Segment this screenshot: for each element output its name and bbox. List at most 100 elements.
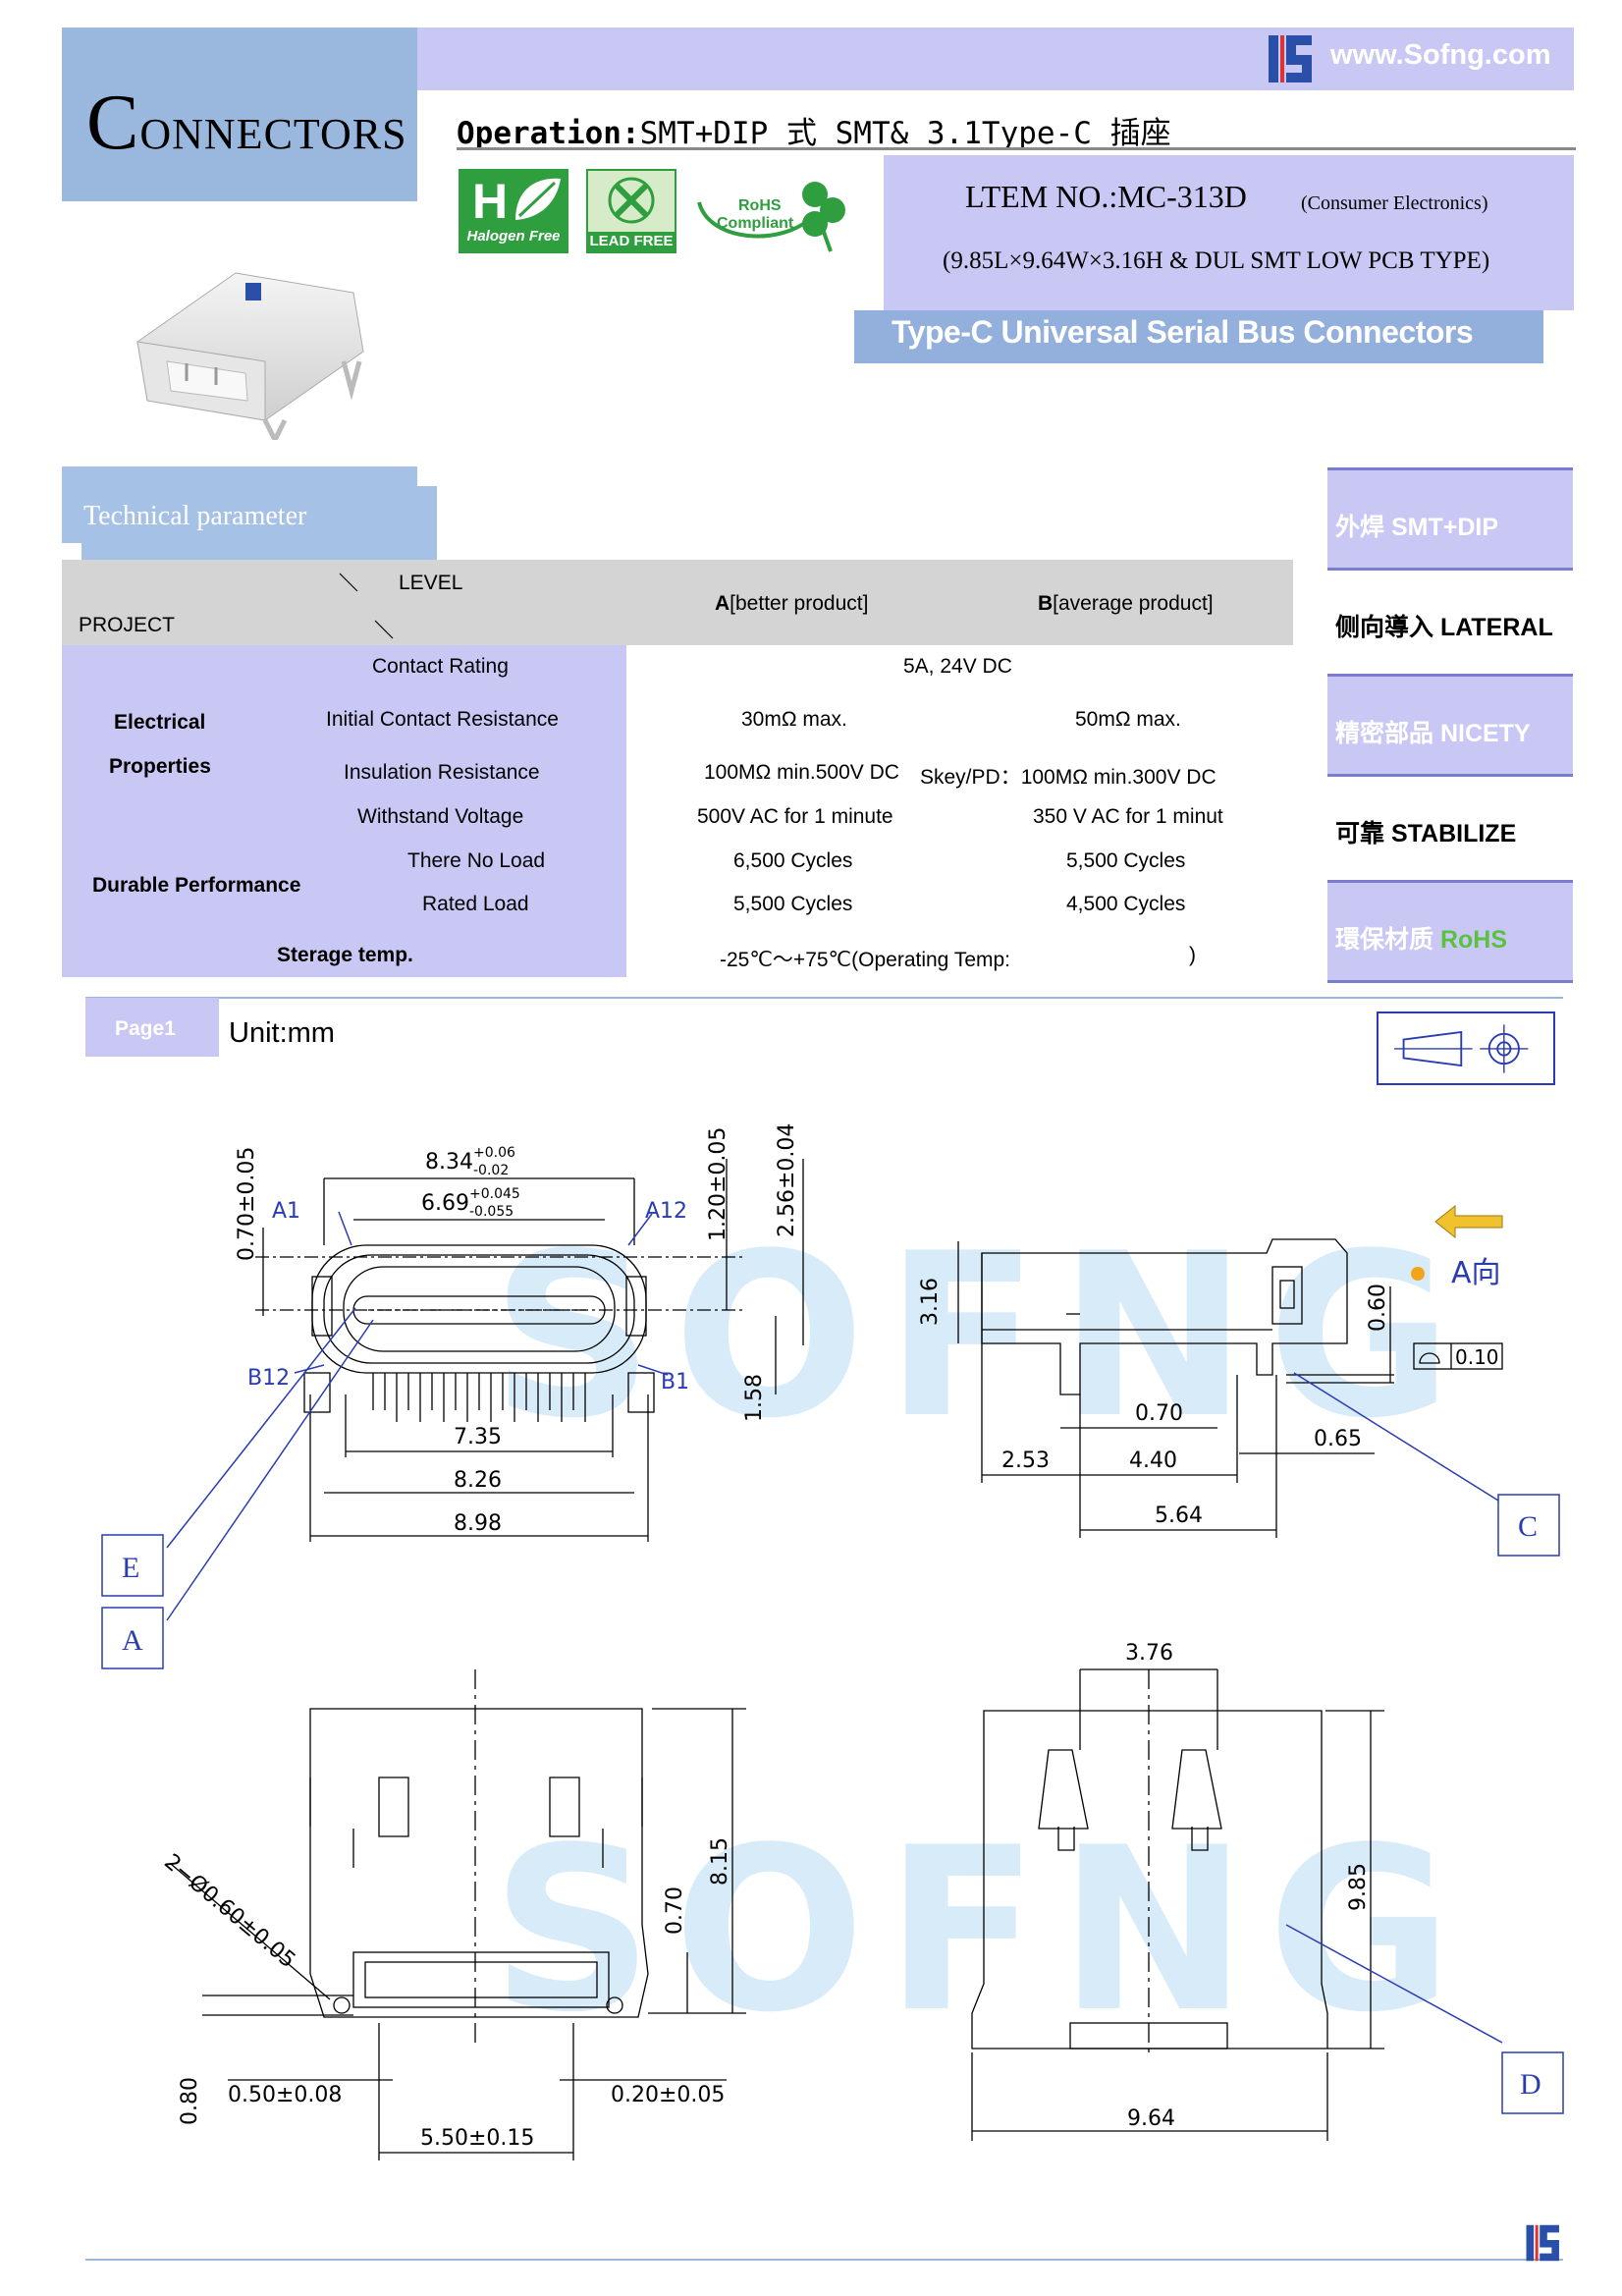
svg-text:+0.045: +0.045 [469, 1186, 520, 1202]
sofng-logo-icon [1269, 35, 1312, 82]
svg-text:7.35: 7.35 [454, 1425, 502, 1449]
header-project: PROJECT [79, 614, 176, 636]
svg-text:0.70: 0.70 [663, 1886, 687, 1935]
bottom-view [170, 1669, 746, 2160]
item-box [884, 155, 1574, 310]
storage-close: ) [1189, 944, 1196, 966]
svg-text:H: H [472, 174, 508, 229]
row-value-a: 5,500 Cycles [733, 893, 853, 915]
svg-text:D: D [1520, 2068, 1541, 2101]
svg-text:B12: B12 [247, 1366, 290, 1391]
side-view [957, 1238, 1503, 1538]
row-value-b: 350 V AC for 1 minut [1033, 805, 1223, 828]
svg-text:9.85: 9.85 [1346, 1863, 1371, 1911]
page-divider [85, 997, 1563, 999]
svg-text:5.50±0.15: 5.50±0.15 [420, 2126, 534, 2151]
row-value-a: 6,500 Cycles [733, 849, 853, 872]
connector-product-image [136, 272, 364, 440]
svg-text:4.40: 4.40 [1129, 1449, 1177, 1473]
rohs-clover-icon: RoHS Compliant [697, 182, 845, 252]
front-view [255, 1159, 804, 1542]
callout-leaders [166, 1211, 1503, 2044]
svg-text:A向: A向 [1451, 1256, 1501, 1290]
svg-text:1.58: 1.58 [742, 1374, 767, 1422]
svg-text:8.98: 8.98 [454, 1511, 502, 1536]
row-item: Withstand Voltage [357, 805, 524, 828]
callout-boxes [101, 1494, 1564, 2114]
flatness-icon [1419, 1352, 1440, 1364]
rohs-line2: Compliant [717, 215, 794, 232]
brand-initial: C [86, 80, 140, 166]
svg-text:3.16: 3.16 [918, 1278, 943, 1326]
feature-smt-dip: 外焊 SMT+DIP [1327, 467, 1573, 571]
group-properties: Properties [109, 755, 211, 778]
page-tab-label: Page1 [115, 1017, 176, 1040]
website-url[interactable]: www.Sofng.com [1330, 39, 1551, 71]
feature-stabilize: 可靠 STABILIZE [1335, 820, 1517, 847]
svg-text:SOFNG: SOFNG [491, 1800, 1473, 2062]
divider [457, 147, 1576, 150]
row-value-b: 4,500 Cycles [1066, 893, 1186, 915]
svg-text:2−Ø0.60±0.05: 2−Ø0.60±0.05 [159, 1849, 299, 1973]
group-durable: Durable Performance [92, 874, 301, 897]
dim-text: 6.69 [421, 1191, 469, 1216]
svg-text:0.50±0.08: 0.50±0.08 [228, 2083, 342, 2107]
svg-text:3.76: 3.76 [1125, 1641, 1173, 1666]
storage-label-cell [62, 923, 626, 977]
header-band [417, 27, 1574, 90]
tech-tab [62, 466, 417, 543]
row-value-b: 50mΩ max. [1075, 708, 1181, 731]
svg-text:A12: A12 [645, 1199, 687, 1224]
svg-text:0.70: 0.70 [1135, 1401, 1183, 1426]
brand-box [62, 27, 417, 201]
rohs-line1: RoHS [738, 197, 782, 214]
svg-text:0.80: 0.80 [178, 2077, 202, 2125]
row-value-b: 5,500 Cycles [1066, 849, 1186, 872]
unit-label: Unit:mm [229, 1017, 335, 1049]
watermark: SOFNG SOFNG [491, 1206, 1473, 2062]
front-pins [372, 1373, 586, 1422]
row-value-a: 500V AC for 1 minute [697, 805, 893, 828]
row-item: Rated Load [422, 893, 529, 915]
pb-cross-icon [608, 177, 655, 224]
svg-text:C: C [1518, 1510, 1538, 1543]
brand-rest: ONNECTORS [139, 110, 407, 158]
row-item: Contact Rating [372, 655, 509, 678]
svg-text:1.20±0.05: 1.20±0.05 [706, 1127, 730, 1241]
footer-divider [85, 2259, 1563, 2261]
svg-text:9.64: 9.64 [1127, 2106, 1175, 2131]
svg-text:-0.02: -0.02 [473, 1163, 509, 1178]
projection-symbol-icon [1377, 1011, 1555, 1085]
row-value-a: 30mΩ max. [741, 708, 847, 731]
hf-label: Halogen Free [466, 228, 561, 245]
type-bar-label: Type-C Universal Serial Bus Connectors [892, 314, 1474, 350]
svg-text:A1: A1 [272, 1199, 300, 1224]
header-diagonals [339, 573, 394, 639]
header-b: B[average product] [1038, 592, 1214, 615]
brand-title: CONNECTORS [86, 79, 407, 168]
svg-text:0.70±0.05: 0.70±0.05 [235, 1147, 259, 1261]
svg-text:B1: B1 [661, 1370, 689, 1394]
row-value-a: 100MΩ min.500V DC [704, 761, 899, 784]
svg-text:0.65: 0.65 [1314, 1427, 1362, 1451]
sofng-logo-icon [1526, 2224, 1559, 2262]
svg-text:-0.055: -0.055 [469, 1204, 514, 1220]
svg-text:SOFNG: SOFNG [491, 1206, 1473, 1468]
item-number: LTEM NO.:MC-313D [965, 179, 1247, 214]
storage-label: Sterage temp. [277, 944, 413, 966]
tech-tab-label: Technical parameter [83, 501, 307, 531]
row-item: Insulation Resistance [344, 761, 540, 784]
header-level: LEVEL [399, 572, 463, 594]
lead-free-label: LEAD FREE [588, 232, 675, 251]
storage-value: -25℃～+75℃(Operating Temp: [720, 949, 1010, 971]
table-header: LEVEL PROJECT A[better product] B[averag… [62, 560, 1293, 645]
operation-line: Operation:SMT+DIP 式 SMT& 3.1Type-C 插座 [457, 108, 1171, 152]
page-tab[interactable] [85, 998, 219, 1057]
group-electrical: Electrical [114, 711, 206, 734]
operation-value: SMT+DIP 式 SMT& 3.1Type-C 插座 [639, 116, 1171, 151]
svg-text:2.53: 2.53 [1001, 1449, 1050, 1473]
feature-lateral: 侧向導入 LATERAL [1335, 614, 1553, 641]
row-value-b: Skey/PD：100MΩ min.300V DC [920, 766, 1216, 789]
row-item: There No Load [407, 849, 546, 872]
